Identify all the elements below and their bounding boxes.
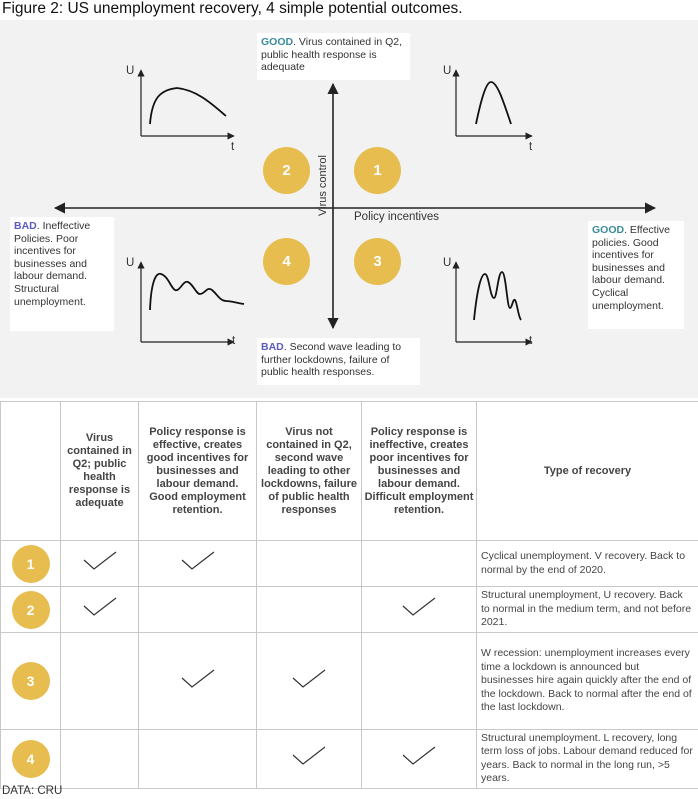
table-row: 3 W recession: unemployment increases ev… [0,632,698,730]
recovery-description: Structural unemployment, U recovery. Bac… [476,586,698,633]
check-cell [361,540,477,587]
t-axis-label-br: t [529,335,533,347]
recovery-description: W recession: unemployment increases ever… [476,632,698,730]
recovery-description: Structural unemployment. L recovery, lon… [476,729,698,789]
scenario-diagram: U t U t U t U t GOOD. Virus contained in… [0,20,698,398]
mini-chart-l-recovery [137,261,245,346]
recovery-table: Virus contained in Q2; public health res… [0,401,698,789]
checkmark-icon [83,597,116,616]
check-cell [138,729,257,789]
check-cell [60,540,139,587]
scenario-circle-3: 3 [354,238,401,285]
scenario-circle-4: 4 [263,238,310,285]
u-axis-label-br: U [443,257,452,269]
header-type-of-recovery: Type of recovery [476,401,698,541]
top-scenario-text: . Virus contained in Q2, public health r… [261,36,403,74]
left-scenario-text: . Ineffective Policies. Poor incentives … [14,220,91,308]
table-row: 4 Structural unemployment. L recovery, l… [0,729,698,789]
scenario-circle-1: 1 [354,147,401,194]
scenario-circle-2: 2 [263,147,310,194]
check-cell [256,632,362,730]
u-axis-label-tl: U [126,65,135,77]
left-scenario-tag: BAD [14,220,37,232]
header-blank [0,401,61,541]
checkmark-icon [292,669,326,688]
right-scenario-tag: GOOD [592,224,625,236]
check-cell [60,729,139,789]
check-cell [138,632,257,730]
policy-incentives-label: Policy incentives [354,211,440,223]
mini-chart-u-recovery [137,69,235,140]
table-row: 1 Cyclical unemployment. V recovery. Bac… [0,540,698,587]
bottom-scenario-box: BAD. Second wave leading to further lock… [257,338,420,385]
checkmark-icon [181,669,214,688]
table-row: 2 Structural unemployment, U recovery. B… [0,586,698,633]
check-cell [60,632,139,730]
top-scenario-box: GOOD. Virus contained in Q2, public heal… [257,33,410,80]
figure-title: Figure 2: US unemployment recovery, 4 si… [2,0,463,17]
mini-chart-v-recovery [452,69,533,140]
source-note: DATA: CRU [2,785,63,797]
t-axis-label-tl: t [231,141,235,153]
row-number-badge: 1 [11,544,50,583]
checkmark-icon [181,551,214,570]
check-cell [256,729,362,789]
check-cell [60,586,139,633]
check-cell [256,540,362,587]
checkmark-icon [83,551,116,570]
u-axis-label-tr: U [443,65,452,77]
check-cell [138,540,257,587]
row-number-badge: 2 [11,590,50,629]
recovery-description: Cyclical unemployment. V recovery. Back … [476,540,698,587]
top-scenario-tag: GOOD [261,36,294,48]
diagram-axes [53,69,657,346]
mini-chart-w-recession [452,261,533,346]
header-policy-effective: Policy response is effective, creates go… [138,401,257,541]
checkmark-icon [292,746,326,766]
check-cell [138,586,257,633]
checkmark-icon [402,597,436,616]
bottom-scenario-tag: BAD [261,341,284,353]
t-axis-label-tr: t [529,141,533,153]
header-policy-ineffective: Policy response is ineffective, creates … [361,401,477,541]
row-number-badge: 3 [11,662,50,700]
header-virus-not-contained: Virus not contained in Q2, second wave l… [256,401,362,541]
right-scenario-text: . Effective policies. Good incentives fo… [592,224,671,312]
left-scenario-box: BAD. Ineffective Policies. Poor incentiv… [10,217,114,331]
check-cell [256,586,362,633]
right-scenario-box: GOOD. Effective policies. Good incentive… [588,221,684,329]
row-number-badge: 4 [11,739,50,778]
check-cell [361,632,477,730]
check-cell [361,729,477,789]
checkmark-icon [402,746,436,766]
header-virus-contained: Virus contained in Q2; public health res… [60,401,139,541]
u-axis-label-bl: U [126,257,135,269]
bottom-scenario-text: . Second wave leading to further lockdow… [261,341,402,379]
t-axis-label-bl: t [232,335,236,347]
virus-control-label: Virus control [317,155,329,216]
check-cell [361,586,477,633]
table-header-row: Virus contained in Q2; public health res… [0,401,698,541]
